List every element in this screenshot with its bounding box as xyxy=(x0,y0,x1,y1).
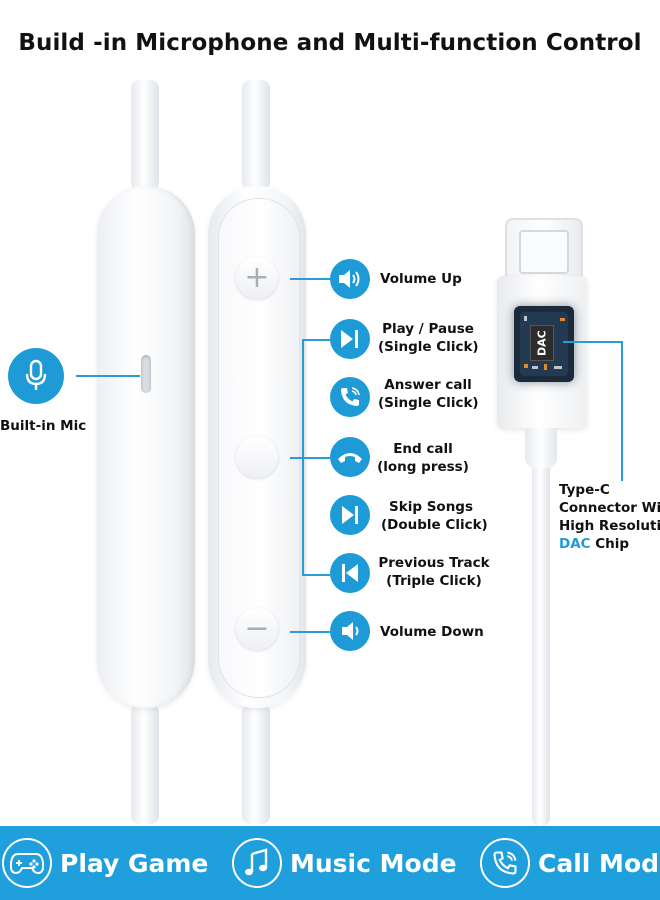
right-cable-bottom xyxy=(242,704,270,824)
bracket-mid xyxy=(290,457,330,459)
mic-leader-line xyxy=(76,375,140,377)
dac-chip-label: DAC xyxy=(530,325,554,361)
dac-leader-v xyxy=(621,341,623,481)
volume-up-leader xyxy=(290,278,330,280)
mode-play-game: Play Game xyxy=(2,838,208,888)
skip-songs-text: Skip Songs (Double Click) xyxy=(381,499,488,533)
microphone-label: Built-in Mic xyxy=(0,418,87,434)
minus-icon: − xyxy=(244,611,270,646)
skip-forward-icon xyxy=(330,495,370,535)
volume-down-leader xyxy=(290,631,330,633)
volume-up-text: Volume Up xyxy=(380,271,462,287)
right-cable-top xyxy=(242,80,270,190)
microphone-icon xyxy=(8,348,64,404)
play-pause-icon xyxy=(330,319,370,359)
phone-answer-icon xyxy=(330,377,370,417)
mode-play-game-label: Play Game xyxy=(60,848,209,878)
usb-c-port-shape xyxy=(519,230,569,274)
usb-c-neck xyxy=(525,428,557,468)
skip-back-icon xyxy=(330,553,370,593)
mode-music: Music Mode xyxy=(232,838,457,888)
answer-call-text: Answer call (Single Click) xyxy=(378,377,479,411)
bracket-bottom xyxy=(302,574,330,576)
phone-call-icon xyxy=(480,838,530,888)
mode-call-label: Call Mode xyxy=(538,848,660,878)
plus-icon: + xyxy=(244,260,270,295)
volume-up-button[interactable]: + xyxy=(236,257,278,299)
microphone-slot xyxy=(141,355,151,393)
left-cable-bottom xyxy=(131,704,159,824)
end-call-icon xyxy=(330,437,370,477)
volume-down-button[interactable]: − xyxy=(236,608,278,650)
volume-down-text: Volume Down xyxy=(380,624,484,640)
multi-function-button[interactable] xyxy=(236,436,278,478)
volume-down-icon xyxy=(330,611,370,651)
left-cable-top xyxy=(131,80,159,190)
bracket-top xyxy=(302,339,330,341)
mode-call: Call Mode xyxy=(480,838,660,888)
play-pause-text: Play / Pause (Single Click) xyxy=(378,321,479,355)
dac-highlight: DAC xyxy=(559,536,591,552)
end-call-text: End call (long press) xyxy=(377,441,469,475)
gamepad-icon xyxy=(2,838,52,888)
microphone-housing xyxy=(97,186,195,708)
usb-cable xyxy=(532,460,550,826)
type-c-description: Type-C Connector Wit High Resolutio DAC … xyxy=(559,482,660,552)
dac-leader-h xyxy=(563,341,623,343)
music-note-icon xyxy=(232,838,282,888)
previous-track-text: Previous Track (Triple Click) xyxy=(378,555,490,589)
mode-banner xyxy=(0,826,660,900)
volume-up-icon xyxy=(330,259,370,299)
page-title: Build -in Microphone and Multi-function … xyxy=(18,30,642,56)
mode-music-label: Music Mode xyxy=(290,848,457,878)
